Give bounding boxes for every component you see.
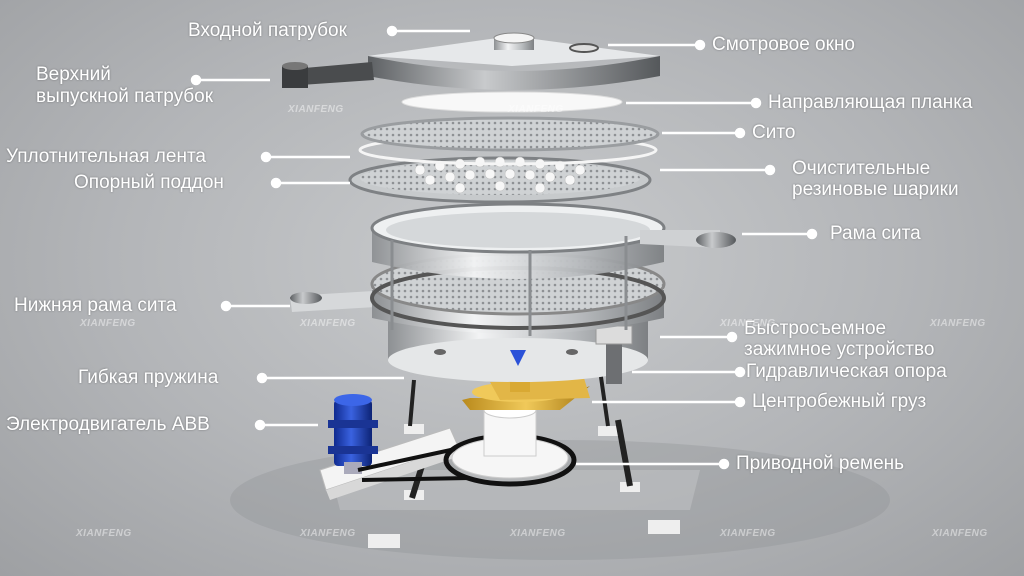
watermark: XIANFENG xyxy=(510,528,566,539)
label-lower-sieve-frame: Нижняя рама сита xyxy=(14,295,177,316)
label-quick-clamp-line2: зажимное устройство xyxy=(744,339,935,360)
label-inlet: Входной патрубок xyxy=(188,20,347,41)
sieve xyxy=(360,116,660,152)
label-centrifugal-weight: Центробежный груз xyxy=(752,391,927,412)
watermark: XIANFENG xyxy=(932,528,988,539)
watermark: XIANFENG xyxy=(300,528,356,539)
label-viewing-window: Смотровое окно xyxy=(712,34,856,55)
label-sieve-frame: Рама сита xyxy=(830,223,921,244)
watermark: XIANFENG xyxy=(508,104,564,115)
label-top-outlet-line1: Верхний xyxy=(36,64,111,85)
watermark: XIANFENG xyxy=(80,318,136,329)
label-top-outlet-line2: выпускной патрубок xyxy=(36,86,214,107)
label-hydraulic-support: Гидравлическая опора xyxy=(746,361,947,382)
label-sieve: Сито xyxy=(752,122,796,143)
watermark: XIANFENG xyxy=(300,318,356,329)
guide-plate xyxy=(401,91,623,113)
watermark: XIANFENG xyxy=(720,318,776,329)
label-sealing-tape: Уплотнительная лента xyxy=(6,146,207,167)
watermark: XIANFENG xyxy=(288,104,344,115)
label-flexible-spring: Гибкая пружина xyxy=(78,367,219,388)
label-cleaning-balls-line2: резиновые шарики xyxy=(792,179,959,200)
label-drive-belt: Приводной ремень xyxy=(736,453,905,474)
label-quick-clamp-line1: Быстросъемное xyxy=(744,318,887,339)
watermark: XIANFENG xyxy=(720,528,776,539)
watermark: XIANFENG xyxy=(76,528,132,539)
label-cleaning-balls-line1: Очистительные xyxy=(792,158,931,179)
label-guide-plate: Направляющая планка xyxy=(768,92,973,113)
label-support-tray: Опорный поддон xyxy=(74,172,224,193)
sieve-frame xyxy=(370,202,736,336)
watermark: XIANFENG xyxy=(930,318,986,329)
label-motor: Электродвигатель ABB xyxy=(6,414,210,435)
top-cover xyxy=(282,32,660,90)
support-tray xyxy=(348,156,652,204)
